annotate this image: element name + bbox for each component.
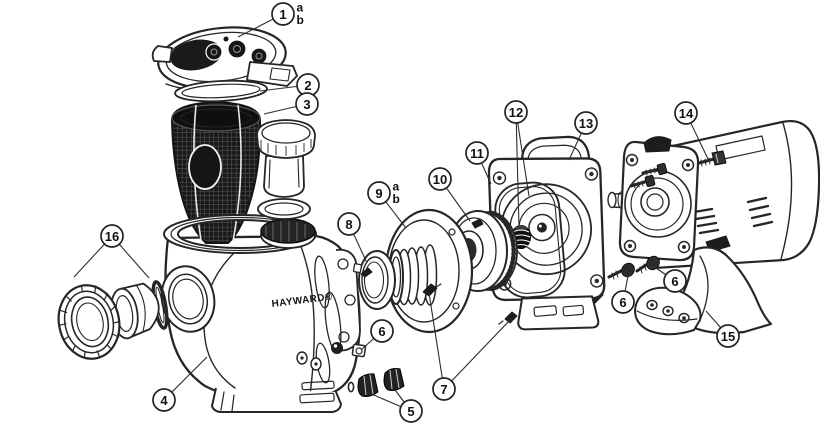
svg-text:b: b <box>297 13 304 27</box>
callout-11: 11 <box>465 141 492 185</box>
cover-oring-drawing <box>174 79 268 103</box>
motor-thru-bolt <box>697 150 727 167</box>
motor-face-bolt <box>629 162 668 189</box>
diffuser-collar-drawing <box>352 250 396 310</box>
strainer-basket-drawing <box>170 100 262 244</box>
callout-6: 6 <box>652 265 687 293</box>
svg-text:1: 1 <box>279 7 286 22</box>
svg-text:4: 4 <box>160 393 168 408</box>
svg-text:10: 10 <box>433 172 447 187</box>
svg-text:8: 8 <box>345 217 352 232</box>
callout-2: 2 <box>259 73 320 97</box>
svg-text:6: 6 <box>671 274 678 289</box>
svg-text:2: 2 <box>304 78 311 93</box>
check-fitting-drawing <box>256 119 316 249</box>
svg-text:6: 6 <box>378 324 385 339</box>
svg-text:12: 12 <box>509 105 523 120</box>
pump-housing-drawing: HAYWARD® <box>160 234 367 413</box>
callout-8: 8 <box>337 212 368 264</box>
union-set-drawing <box>57 280 169 360</box>
callout-6: 6 <box>360 319 394 351</box>
callout-4: 4 <box>152 356 208 412</box>
callout-7: 7 <box>428 292 512 401</box>
svg-text:14: 14 <box>679 106 694 121</box>
diffuser-drawing <box>384 208 474 334</box>
callout-3: 3 <box>263 92 319 116</box>
callout-10: 10 <box>428 167 471 222</box>
svg-text:a: a <box>393 180 400 194</box>
motor-base-drawing <box>634 246 773 336</box>
callout-5: 5 <box>368 389 423 423</box>
svg-text:9: 9 <box>375 186 382 201</box>
drain-plugs-drawing <box>347 368 405 397</box>
callout-16: 16 <box>73 224 150 279</box>
svg-text:16: 16 <box>105 229 119 244</box>
svg-text:a: a <box>297 1 304 15</box>
callout-15: 15 <box>705 310 740 348</box>
svg-text:b: b <box>393 192 400 206</box>
svg-text:3: 3 <box>303 97 310 112</box>
callout-6: 6 <box>611 275 635 314</box>
svg-text:7: 7 <box>440 382 447 397</box>
callout-12: 12 <box>504 100 530 228</box>
svg-text:6: 6 <box>619 295 626 310</box>
svg-text:5: 5 <box>407 404 414 419</box>
strainer-cover-drawing <box>151 26 298 92</box>
callout-13: 13 <box>568 111 598 161</box>
motor-drawing <box>607 119 820 270</box>
callout-14: 14 <box>674 101 709 160</box>
svg-text:13: 13 <box>579 116 593 131</box>
svg-text:15: 15 <box>721 329 735 344</box>
svg-text:11: 11 <box>470 146 484 161</box>
